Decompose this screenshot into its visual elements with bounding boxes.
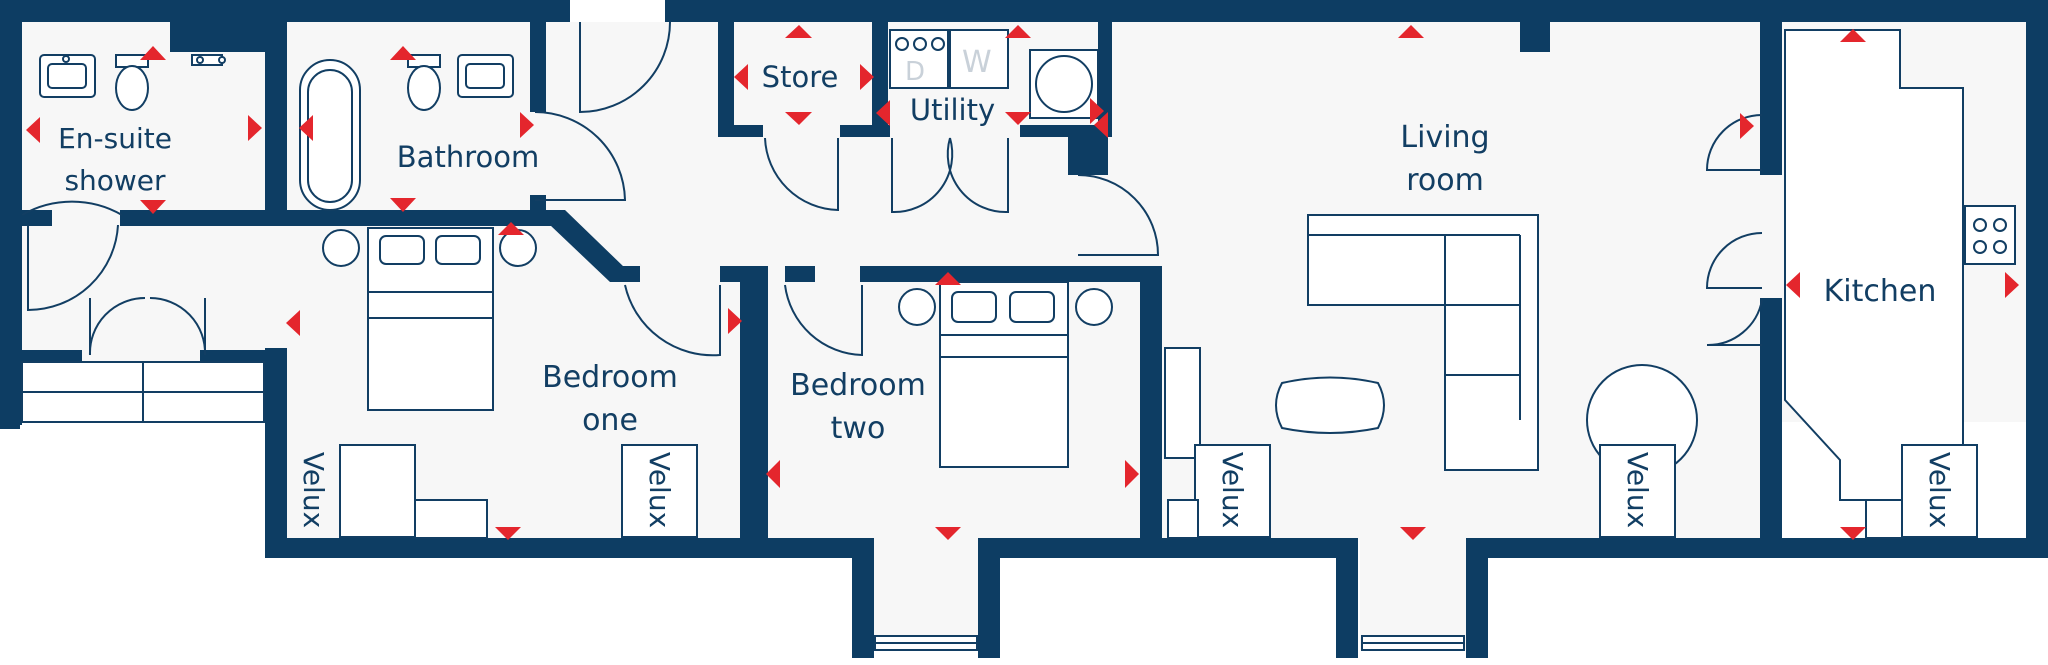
room-label-living: Living room (1370, 116, 1520, 202)
ensuite-fixtures (39, 54, 226, 111)
velux-label-bedroom-one-left: Velux (297, 451, 330, 529)
room-label-bedroom-two: Bedroom two (778, 364, 938, 450)
velux-label-living-left: Velux (1216, 451, 1249, 529)
bedroom-two-label-line1: Bedroom (790, 368, 926, 403)
utility-fixtures: D W (889, 29, 1099, 119)
room-label-kitchen: Kitchen (1823, 274, 1937, 309)
room-label-bathroom: Bathroom (396, 140, 540, 174)
living-room-furniture (1164, 214, 1698, 539)
direction-markers (26, 25, 2019, 540)
velux-label-living-right: Velux (1621, 451, 1654, 529)
bedroom-one-label-line1: Bedroom (542, 360, 678, 395)
ensuite-label-line2: shower (64, 164, 166, 197)
bay-windows (874, 635, 1465, 651)
velux-label-kitchen: Velux (1923, 451, 1956, 529)
bedroom-two-furniture (898, 281, 1113, 468)
washer-label: W (962, 45, 992, 80)
bathroom-fixtures (299, 54, 514, 211)
room-label-utility: Utility (909, 93, 996, 127)
bedroom-two-label-line2: two (830, 411, 886, 446)
dishwasher-label: D (905, 57, 925, 87)
room-label-bedroom-one: Bedroom one (530, 356, 690, 442)
room-label-store: Store (761, 60, 839, 94)
living-label-line1: Living (1400, 120, 1490, 155)
ensuite-label-line1: En-suite (58, 122, 172, 155)
bedroom-one-label-line2: one (582, 403, 638, 438)
kitchen-fittings (1784, 29, 2016, 539)
doors (21, 21, 1763, 357)
room-label-ensuite: En-suite shower (40, 118, 190, 202)
living-label-line2: room (1406, 163, 1484, 198)
velux-label-bedroom-one-right: Velux (643, 451, 676, 529)
bedroom-one-furniture (21, 227, 698, 539)
